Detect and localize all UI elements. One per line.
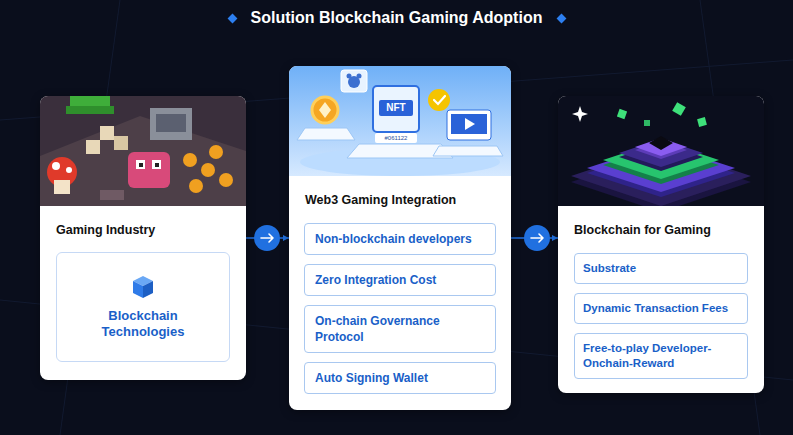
title-diamond xyxy=(557,14,567,24)
gaming-illustration-part xyxy=(155,163,159,167)
feature-pill: Zero Integration Cost xyxy=(304,264,496,296)
blockchain-illustration-part xyxy=(649,136,673,150)
image-area xyxy=(40,96,246,206)
arrow-badge xyxy=(254,225,280,251)
arrow-badge xyxy=(524,225,550,251)
technology-box: Blockchain Technologies xyxy=(56,252,230,362)
web3-illustration-part xyxy=(451,114,487,134)
card-heading: Gaming Industry xyxy=(40,206,246,252)
feature-pill: Auto Signing Wallet xyxy=(304,362,496,394)
gaming-illustration-part xyxy=(100,126,114,140)
node-text: Substrate xyxy=(583,261,739,276)
gaming-illustration-part xyxy=(183,153,197,167)
node-text: Auto Signing Wallet xyxy=(315,370,483,386)
feature-pill: On-chain Governance Protocol xyxy=(304,305,496,353)
web3-illustration xyxy=(289,66,511,176)
gaming-illustration-part xyxy=(40,116,246,206)
token-number: #061122 xyxy=(375,133,417,143)
node-text: On-chain Governance Protocol xyxy=(315,313,483,345)
gaming-illustration-part xyxy=(114,136,128,150)
web3-illustration-part xyxy=(375,133,417,143)
diagram-title: Solution Blockchain Gaming Adoption xyxy=(0,8,793,28)
nft-label: NFT xyxy=(379,100,413,116)
web3-illustration-part xyxy=(373,86,419,132)
gaming-illustration-part xyxy=(219,173,233,187)
gaming-illustration-part xyxy=(139,163,143,167)
web3-illustration-part xyxy=(433,146,503,156)
web3-illustration-part xyxy=(379,100,413,116)
gaming-illustration-part xyxy=(40,96,246,206)
gaming-illustration-part xyxy=(209,145,223,159)
blockchain-illustration-part xyxy=(672,102,686,116)
image-area xyxy=(289,66,511,176)
stage-card: Blockchain for GamingSubstrateDynamic Tr… xyxy=(558,96,764,393)
web3-illustration-part xyxy=(357,74,362,79)
blockchain-illustration xyxy=(558,96,764,206)
gaming-illustration-part xyxy=(52,162,60,170)
arrow-glyph xyxy=(261,234,273,242)
stage-card: Web3 Gaming IntegrationNon-blockchain de… xyxy=(289,66,511,410)
blockchain-icon-part xyxy=(133,281,143,298)
web3-illustration-part xyxy=(341,70,367,92)
web3-illustration-part xyxy=(312,97,338,123)
blockchain-illustration-part xyxy=(572,106,588,122)
web3-illustration-part xyxy=(434,96,445,104)
web3-illustration-part xyxy=(428,89,450,111)
gaming-illustration-part xyxy=(100,190,124,200)
gaming-illustration-part xyxy=(201,163,215,177)
blockchain-illustration-part xyxy=(558,96,764,206)
arrow-glyph xyxy=(531,234,543,242)
web3-illustration-part xyxy=(347,74,352,79)
gaming-illustration-part xyxy=(156,114,186,132)
gaming-illustration-part xyxy=(189,179,203,193)
gaming-illustration-part xyxy=(86,140,100,154)
title-diamond xyxy=(228,14,238,24)
web3-illustration-part xyxy=(447,110,491,140)
gaming-illustration-part xyxy=(136,160,145,169)
node-text: Blockchain Technologies xyxy=(83,308,203,340)
image-area xyxy=(558,96,764,206)
web3-illustration-part xyxy=(297,128,355,140)
blockchain-illustration-part xyxy=(644,120,650,126)
node-text: Dynamic Transaction Fees xyxy=(583,301,739,316)
blockchain-icon xyxy=(130,274,156,300)
gaming-illustration-part xyxy=(150,108,192,140)
gaming-illustration-part xyxy=(128,152,170,188)
feature-pill: Dynamic Transaction Fees xyxy=(574,293,748,324)
card-heading: Web3 Gaming Integration xyxy=(289,176,511,214)
feature-pill: Free-to-play Developer-Onchain-Reward xyxy=(574,333,748,379)
blockchain-illustration-part xyxy=(617,109,627,119)
gaming-illustration xyxy=(40,96,246,206)
gaming-illustration-part xyxy=(54,180,70,194)
stage-card: Gaming Industry Blockchain Technologies xyxy=(40,96,246,380)
gaming-illustration-part xyxy=(66,167,72,173)
node-text: Non-blockchain developers xyxy=(315,231,483,247)
web3-illustration-part xyxy=(289,66,511,176)
blockchain-illustration-part xyxy=(697,117,707,127)
gaming-illustration-part xyxy=(66,106,114,114)
feature-pill: Non-blockchain developers xyxy=(304,223,496,255)
node-text: Free-to-play Developer-Onchain-Reward xyxy=(583,341,739,371)
node-text: Zero Integration Cost xyxy=(315,272,483,288)
gaming-illustration-part xyxy=(152,160,161,169)
card-heading: Blockchain for Gaming xyxy=(558,206,764,244)
web3-illustration-part xyxy=(465,118,475,130)
web3-illustration-part xyxy=(319,102,331,118)
feature-pill: Substrate xyxy=(574,253,748,284)
blockchain-icon-part xyxy=(143,281,153,298)
